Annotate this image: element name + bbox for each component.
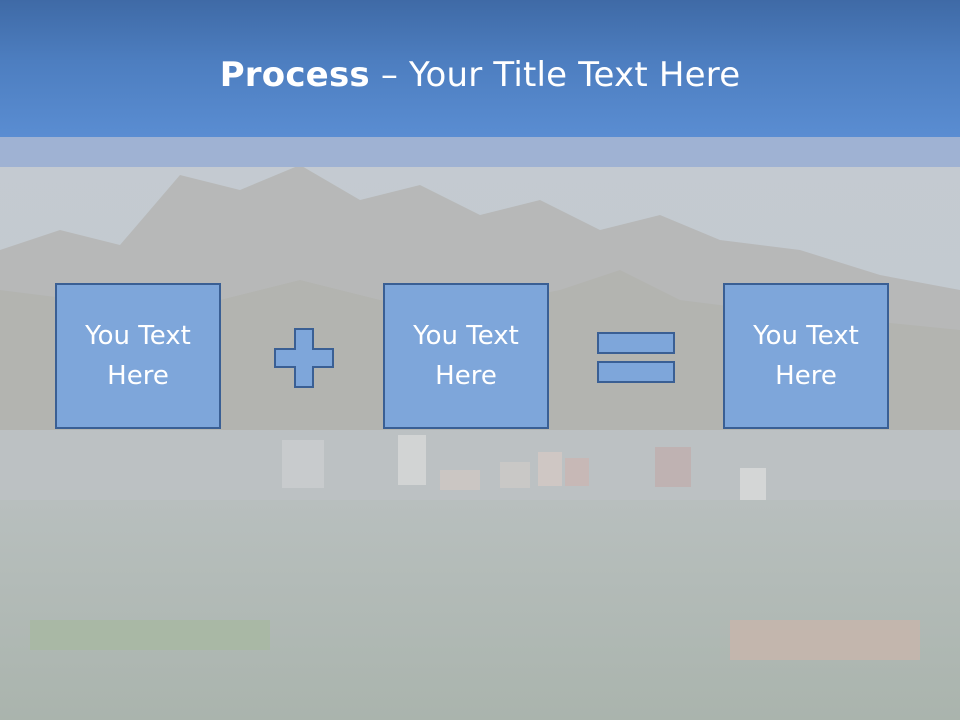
slide-title-rest: – Your Title Text Here [369,55,741,95]
slide-title-bold: Process [219,55,370,95]
process-box-3-label: You Text Here [753,321,859,391]
slide-title[interactable]: Process – Your Title Text Here [0,50,960,100]
process-box-3[interactable]: You Text Here [723,283,889,429]
process-box-1-label: You Text Here [85,321,191,391]
title-bar-band [0,137,960,167]
process-box-1[interactable]: You Text Here [55,283,221,429]
plus-icon [274,328,334,388]
process-box-2[interactable]: You Text Here [383,283,549,429]
process-box-2-label: You Text Here [413,321,519,391]
title-bar [0,0,960,137]
equals-icon [597,332,675,383]
